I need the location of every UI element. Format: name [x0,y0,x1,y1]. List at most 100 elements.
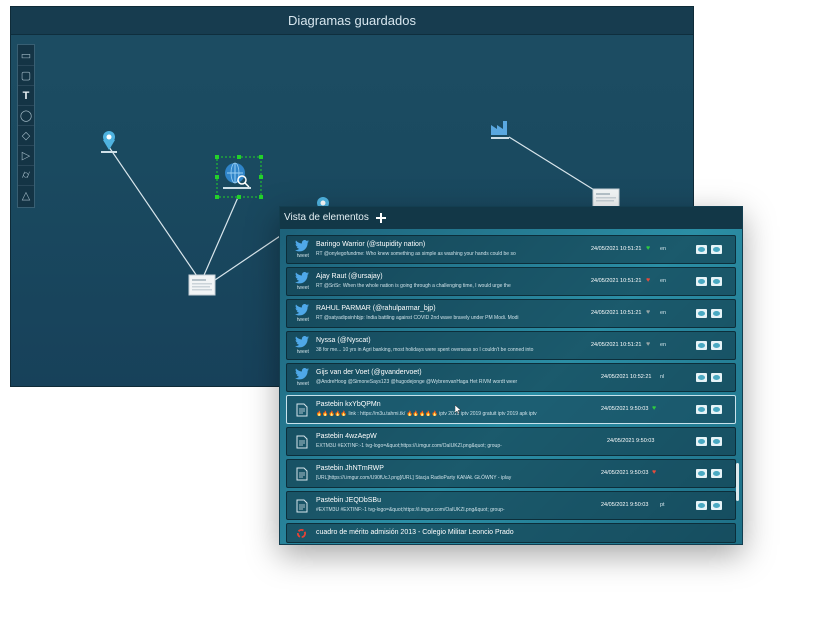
cylinder-icon: ⌭ [22,169,30,181]
heart-icon: ♥ [646,245,651,252]
rounded-rect-tool[interactable]: ▢ [18,65,34,85]
link-icon[interactable] [711,405,722,414]
tweet-type-label: tweet [297,381,309,387]
google-icon [293,527,313,544]
item-texts: Pastebin JhNTmRWP[URL]https://i.imgur.co… [316,464,576,483]
item-texts: Ajay Raut (@ursajay)RT @SriSr: When the … [316,272,576,291]
tweet-type-label: tweet [297,349,309,355]
document-icon [293,431,313,454]
cylinder-tool[interactable]: ⌭ [18,165,34,185]
item-title: Ajay Raut (@ursajay) [316,273,383,280]
link-icon[interactable] [711,373,722,382]
twitter-icon: tweet [293,239,313,262]
item-language: en [660,246,667,252]
heart-icon: ♥ [652,469,657,476]
view-eye-icon[interactable] [696,405,707,414]
scrollbar-thumb[interactable] [736,463,739,501]
shape-tool-palette: ▭ ▢ T ◯ ◇ ▷ ⌭ △ [17,44,35,208]
heart-icon: ♥ [652,405,657,412]
link-icon[interactable] [711,309,722,318]
rectangle-icon: ▭ [20,49,32,62]
item-actions [696,373,722,382]
elements-panel: Vista de elementos tweet Baringo Warrior … [279,206,743,545]
list-item[interactable]: Pastebin JhNTmRWP[URL]https://i.imgur.co… [286,459,736,488]
item-date: 24/05/2021 9:50:03 [601,502,649,508]
link-icon[interactable] [711,469,722,478]
text-tool[interactable]: T [18,85,34,105]
location-pin-node[interactable] [101,131,117,153]
item-title: Pastebin 4wzAepW [316,433,377,440]
edge-line [214,231,287,281]
view-eye-icon[interactable] [696,501,707,510]
text-icon: T [22,89,30,102]
item-title: RAHUL PARMAR (@rahulparmar_bjp) [316,305,436,312]
diamond-icon: ◇ [21,130,31,142]
item-actions [696,277,722,286]
view-eye-icon[interactable] [696,341,707,350]
item-language: pt [660,502,665,508]
item-date: 24/05/2021 10:51:21 [591,278,642,284]
item-snippet: RT @satyadipsinhbjp: India battling agai… [316,315,519,321]
item-snippet: RT @onylegofundme: Who knew something as… [316,251,516,257]
list-item[interactable]: tweet Gijs van der Voet (@gvandervoet) @An… [286,363,736,392]
tweet-type-label: tweet [297,253,309,259]
lock-tool[interactable]: △ [18,185,34,205]
diamond-tool[interactable]: ◇ [18,125,34,145]
list-item[interactable]: Pastebin JEQDbSBu #EXTM3U #EXTINF:-1 tvg-… [286,491,736,520]
view-eye-icon[interactable] [696,469,707,478]
document-node[interactable] [592,188,620,210]
view-eye-icon[interactable] [696,277,707,286]
document-icon [293,463,313,486]
list-item[interactable]: cuadro de mérito admisión 2013 - Colegio… [286,523,736,543]
link-icon[interactable] [711,341,722,350]
ellipse-tool[interactable]: ◯ [18,105,34,125]
list-item[interactable]: tweet Baringo Warrior (@stupidity nation)… [286,235,736,264]
heart-icon: ♥ [646,341,651,348]
link-icon[interactable] [711,245,722,254]
add-element-icon[interactable] [375,212,387,224]
mouse-cursor-icon [455,405,461,414]
item-language: en [660,278,667,284]
link-icon[interactable] [711,437,722,446]
list-item[interactable]: tweet Ajay Raut (@ursajay)RT @SriSr: When… [286,267,736,296]
globe-search-node[interactable] [223,162,251,189]
item-title: Pastebin JEQDbSBu [316,497,381,504]
edge-line [108,146,202,283]
view-eye-icon[interactable] [696,309,707,318]
item-title: Gijs van der Voet (@gvandervoet) [316,369,422,376]
link-icon[interactable] [711,501,722,510]
factory-node[interactable] [491,121,509,139]
item-language: nl [660,374,665,380]
twitter-icon: tweet [293,303,313,326]
item-title: Pastebin kxYbQPMn [316,401,381,408]
view-eye-icon[interactable] [696,373,707,382]
link-icon[interactable] [711,277,722,286]
item-date: 24/05/2021 10:51:21 [591,342,642,348]
item-date: 24/05/2021 10:51:21 [591,246,642,252]
list-item[interactable]: tweet RAHUL PARMAR (@rahulparmar_bjp) RT @… [286,299,736,328]
item-date: 24/05/2021 9:50:03 [601,470,649,476]
twitter-icon: tweet [293,271,313,294]
item-title: Nyssa (@Nyscat) [316,337,371,344]
heart-icon: ♥ [646,277,651,284]
view-eye-icon[interactable] [696,245,707,254]
triangle-tool[interactable]: ▷ [18,145,34,165]
view-eye-icon[interactable] [696,437,707,446]
tweet-type-label: tweet [297,285,309,291]
item-texts: RAHUL PARMAR (@rahulparmar_bjp) RT @satya… [316,304,576,323]
list-item[interactable]: Pastebin kxYbQPMn🔥🔥🔥🔥🔥 link : https://m3… [286,395,736,424]
diagram-title: Diagramas guardados [11,7,693,35]
item-texts: Pastebin JEQDbSBu #EXTM3U #EXTINF:-1 tvg-… [316,496,576,515]
elements-list: tweet Baringo Warrior (@stupidity nation)… [286,235,736,544]
panel-header: Vista de elementos [280,207,742,229]
rectangle-tool[interactable]: ▭ [18,45,34,65]
diagram-canvas[interactable] [11,7,694,387]
item-snippet: @AndreHoog @SimoneSays123 @hugodejonge @… [316,379,518,385]
tweet-type-label: tweet [297,317,309,323]
item-snippet: #EXTM3U #EXTINF:-1 tvg-logo=&quot;https:… [316,507,505,513]
document-node[interactable] [188,274,216,296]
item-texts: Baringo Warrior (@stupidity nation)RT @o… [316,240,576,259]
item-actions [696,405,722,414]
